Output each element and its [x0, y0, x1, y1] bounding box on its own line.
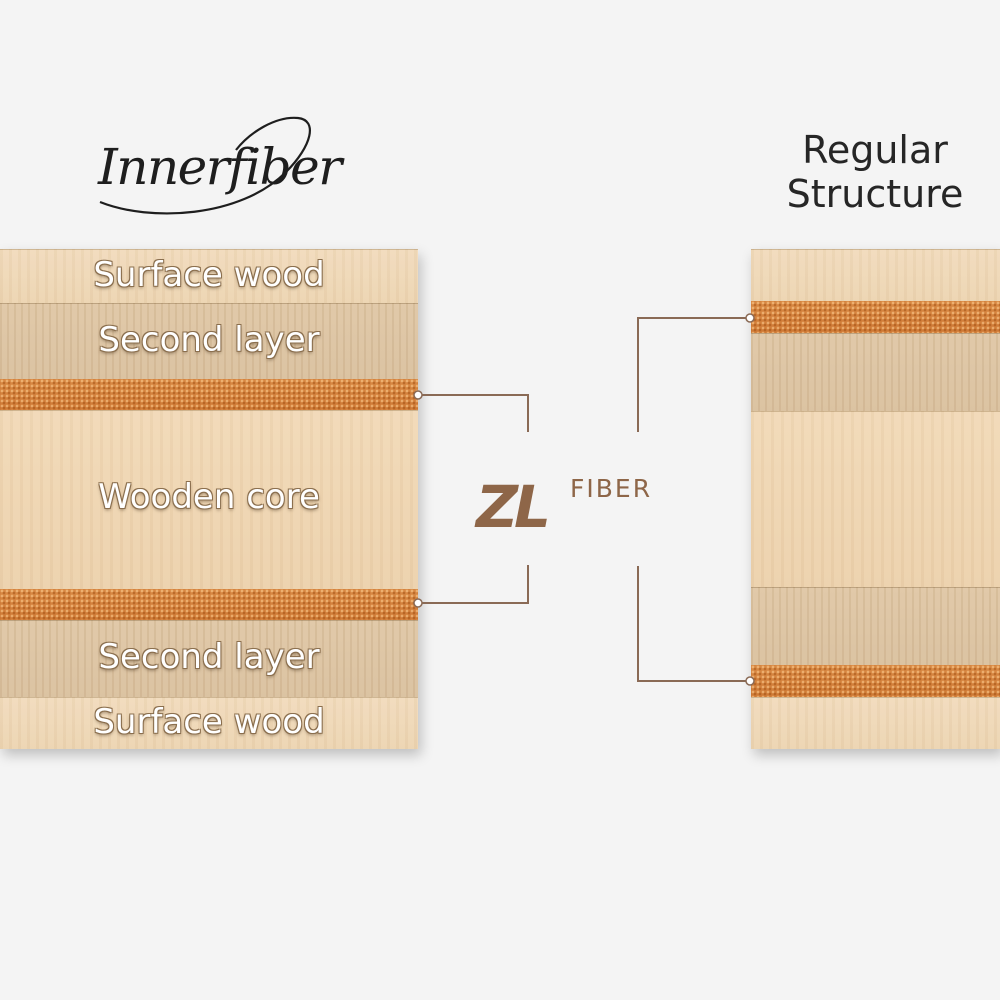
- innerfiber-board: Surface wood Second layer Wooden core Se…: [0, 249, 418, 749]
- layer-surface-wood-bottom: [751, 697, 1000, 749]
- layer-second-bottom: [751, 587, 1000, 666]
- layer-fiber-top: [751, 301, 1000, 333]
- layer-second-top: [751, 333, 1000, 412]
- layer-label: Second layer: [98, 320, 320, 360]
- layer-label: Surface wood: [93, 255, 325, 295]
- layer-label: Surface wood: [93, 702, 325, 742]
- regular-board: [751, 249, 1000, 749]
- logo-text: Innerfiber: [98, 138, 342, 196]
- layer-fiber-bottom: [0, 589, 418, 620]
- layer-wooden-core: Wooden core: [0, 410, 418, 590]
- innerfiber-logo: Innerfiber: [90, 110, 342, 220]
- layer-label: Wooden core: [98, 477, 320, 517]
- logo-swoosh-icon: [99, 116, 311, 215]
- regular-structure-title: Regular Structure: [760, 128, 990, 216]
- regular-title-line2: Structure: [786, 172, 964, 216]
- layer-surface-wood-top: Surface wood: [0, 249, 418, 304]
- layer-wooden-core: [751, 411, 1000, 588]
- layer-second-bottom: Second layer: [0, 620, 418, 698]
- zl-brand-mark: ZL: [476, 473, 551, 541]
- layer-fiber-bottom: [751, 665, 1000, 697]
- layer-surface-wood-top: [751, 249, 1000, 302]
- layer-fiber-top: [0, 379, 418, 410]
- regular-title-line1: Regular: [802, 128, 948, 172]
- layer-second-top: Second layer: [0, 303, 418, 380]
- layer-surface-wood-bottom: Surface wood: [0, 697, 418, 749]
- fiber-brand-word: FIBER: [570, 474, 653, 503]
- layer-label: Second layer: [98, 637, 320, 677]
